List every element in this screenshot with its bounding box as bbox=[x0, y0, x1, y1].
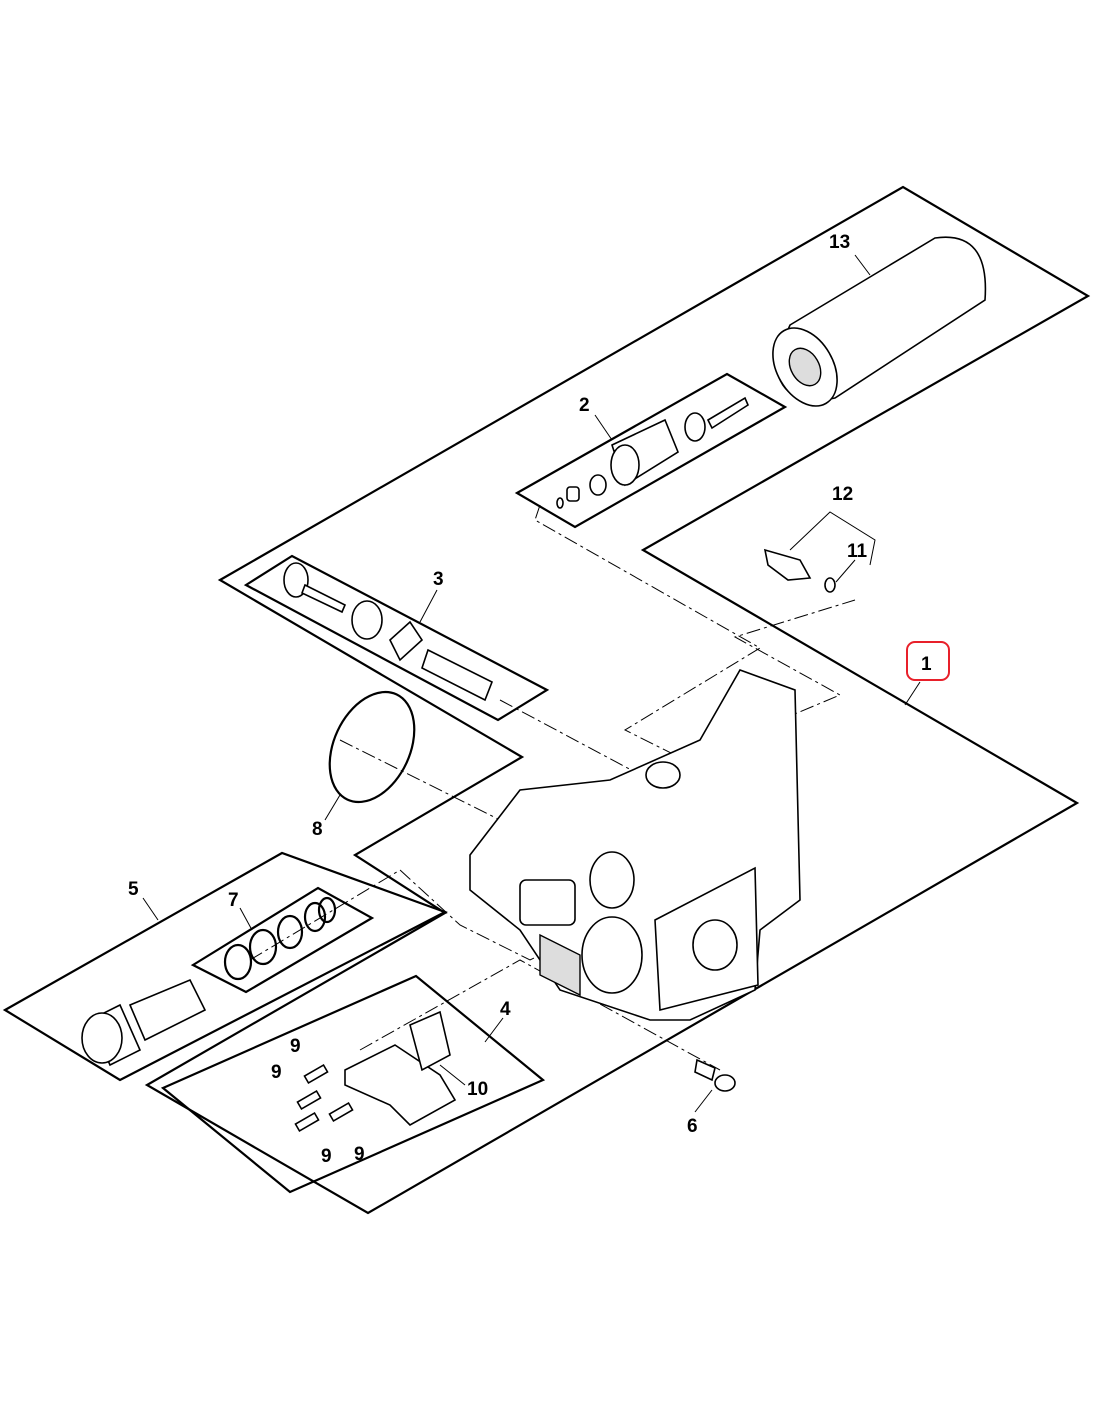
frame-2 bbox=[514, 372, 788, 529]
filter-cartridge bbox=[772, 236, 987, 407]
callout-8[interactable]: 8 bbox=[312, 819, 323, 840]
callout-1[interactable]: 1 bbox=[921, 654, 932, 675]
callout-6[interactable]: 6 bbox=[687, 1116, 698, 1137]
callout-13[interactable]: 13 bbox=[829, 232, 850, 253]
callout-9[interactable]: 9 bbox=[290, 1036, 301, 1057]
callout-9[interactable]: 9 bbox=[271, 1062, 282, 1083]
callout-1-highlight bbox=[906, 641, 950, 681]
frame-5 bbox=[2, 851, 448, 1082]
cartridge-valve-5 bbox=[81, 978, 207, 1067]
callout-4[interactable]: 4 bbox=[500, 999, 511, 1020]
frame-3 bbox=[243, 554, 550, 722]
solenoid-valve-4 bbox=[294, 1010, 457, 1133]
callout-12[interactable]: 12 bbox=[832, 484, 853, 505]
callout-11[interactable]: 11 bbox=[847, 541, 868, 562]
relief-valve-2 bbox=[556, 396, 750, 509]
callout-10[interactable]: 10 bbox=[467, 1079, 488, 1100]
callout-7[interactable]: 7 bbox=[228, 890, 239, 911]
frame-7 bbox=[190, 886, 375, 994]
bolt-6 bbox=[694, 1058, 736, 1092]
o-ring-8 bbox=[328, 690, 416, 804]
o-rings-7 bbox=[223, 896, 337, 981]
pump-body bbox=[469, 669, 801, 1021]
callout-9[interactable]: 9 bbox=[321, 1146, 332, 1167]
sensor-12 bbox=[763, 548, 836, 593]
leader-lines bbox=[142, 254, 921, 1113]
callout-2[interactable]: 2 bbox=[579, 395, 590, 416]
callout-9[interactable]: 9 bbox=[354, 1144, 365, 1165]
callout-5[interactable]: 5 bbox=[128, 879, 139, 900]
frame-4 bbox=[160, 974, 546, 1194]
main-assembly-frame bbox=[144, 185, 1091, 1215]
callout-3[interactable]: 3 bbox=[433, 569, 444, 590]
valve-3 bbox=[283, 562, 494, 702]
